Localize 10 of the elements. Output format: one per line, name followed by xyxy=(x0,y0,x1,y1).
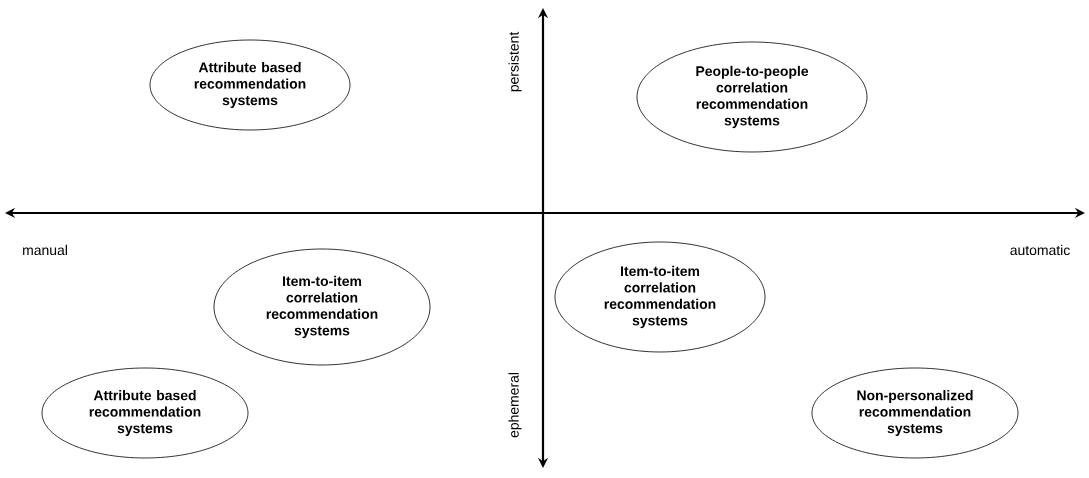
ellipse-node: Item-to-item correlation recommendation systems xyxy=(554,241,766,353)
ellipse-node: Non-personalized recommendation systems xyxy=(811,367,1019,459)
ellipse-node: People-to-people correlation recommendation systems xyxy=(636,41,868,153)
axis-label: persistent xyxy=(508,31,522,92)
axis-label: automatic xyxy=(1010,244,1070,256)
axis-label: manual xyxy=(23,244,67,256)
axis-label: ephemeral xyxy=(508,373,522,438)
ellipse-node: Attribute based recommendation systems xyxy=(41,367,249,459)
ellipse-node: Attribute based recommendation systems xyxy=(149,39,351,131)
ellipse-node: Item-to-item correlation recommendation systems xyxy=(213,248,431,366)
